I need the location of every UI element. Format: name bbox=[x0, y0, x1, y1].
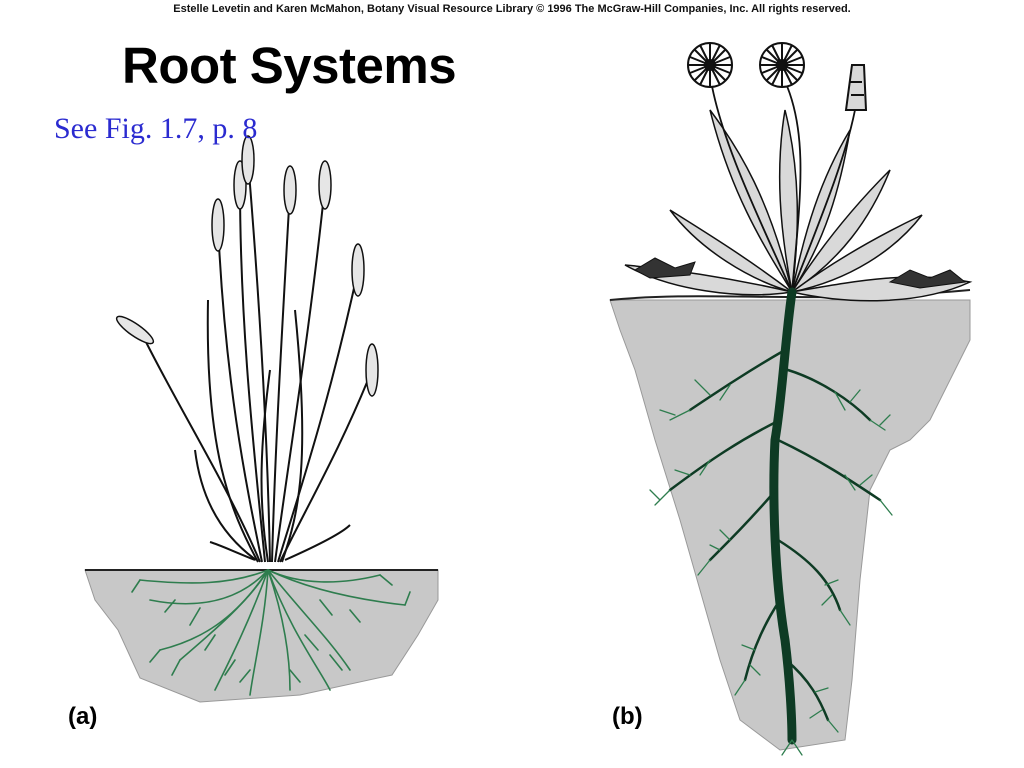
panel-b-taproot bbox=[560, 20, 1000, 760]
soil-block-a bbox=[84, 569, 439, 703]
grain-heads bbox=[115, 135, 379, 397]
flower-head-2 bbox=[759, 42, 805, 88]
page-title: Root Systems bbox=[122, 37, 457, 94]
dandelion-plant-illustration bbox=[609, 42, 973, 756]
panel-label-b: (b) bbox=[612, 703, 643, 730]
flower-stalks bbox=[709, 74, 856, 293]
flower-head-1 bbox=[687, 42, 733, 88]
taproot bbox=[649, 287, 893, 756]
copyright-credit: Estelle Levetin and Karen McMahon, Botan… bbox=[173, 3, 851, 15]
figure-reference: See Fig. 1.7, p. 8 bbox=[54, 112, 258, 145]
flower-bud bbox=[844, 64, 868, 111]
dark-leaf-tips bbox=[633, 257, 967, 289]
dandelion-flowers bbox=[687, 42, 868, 111]
grass-plant-illustration bbox=[84, 135, 439, 703]
grass-leaves bbox=[144, 159, 373, 563]
fibrous-roots bbox=[131, 569, 411, 696]
panel-a-fibrous-roots bbox=[0, 130, 460, 710]
soil-block-b bbox=[609, 299, 971, 751]
panel-label-a: (a) bbox=[68, 703, 98, 730]
